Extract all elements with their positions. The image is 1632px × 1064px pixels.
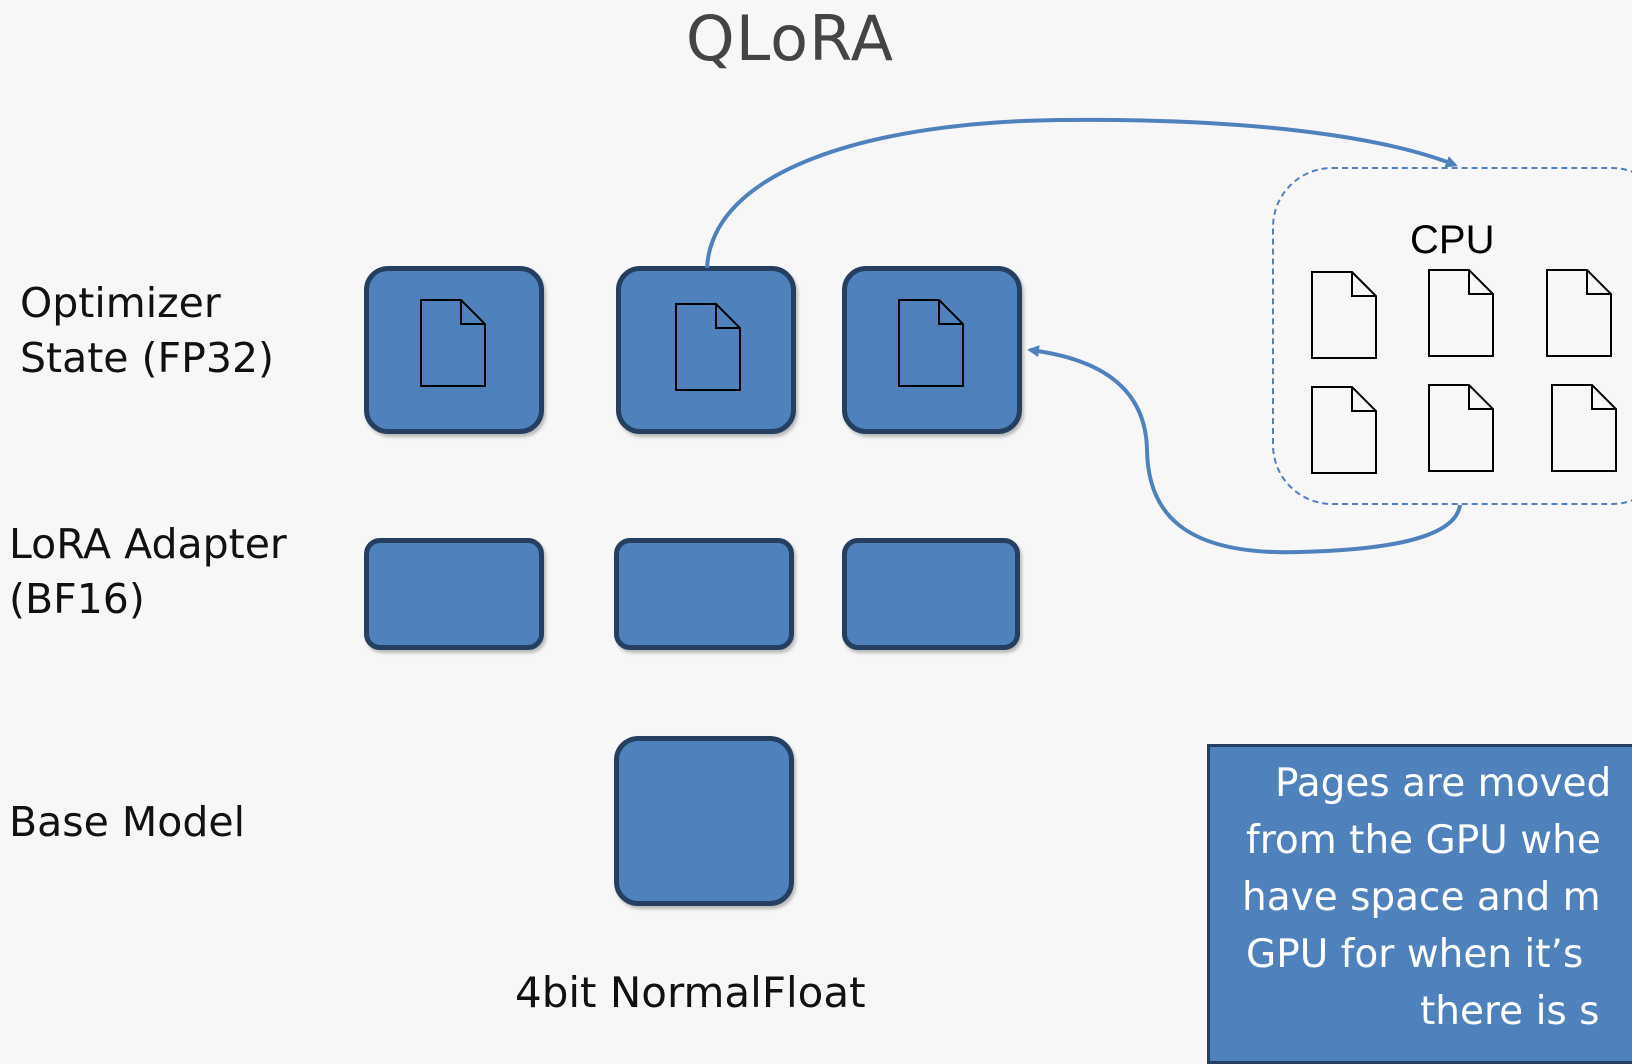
document-page-icon xyxy=(1428,269,1494,357)
base-model-precision-label: 4bit NormalFloat xyxy=(515,968,866,1017)
note-line-3: have space and m xyxy=(1242,875,1601,920)
row-label-optimizer-state: Optimizer State (FP32) xyxy=(20,276,274,386)
optimizer-state-block-1 xyxy=(364,266,544,434)
document-page-icon xyxy=(1311,271,1377,359)
lora-adapter-block-3 xyxy=(842,538,1020,650)
lora-adapter-block-1 xyxy=(364,538,544,650)
document-page-icon xyxy=(1546,269,1612,357)
row-label-optimizer-line-2: State (FP32) xyxy=(20,334,275,382)
cpu-label: CPU xyxy=(1410,218,1495,262)
row-label-optimizer-line-1: Optimizer xyxy=(20,279,221,327)
document-page-icon xyxy=(1428,384,1494,472)
document-page-icon xyxy=(420,299,486,387)
note-line-1: Pages are moved xyxy=(1275,761,1612,806)
document-page-icon xyxy=(1551,384,1617,472)
paging-note-box: Pages are moved from the GPU whe have sp… xyxy=(1207,744,1632,1064)
note-line-5: there is s xyxy=(1420,989,1600,1034)
row-label-adapter-line-2: (BF16) xyxy=(9,575,145,623)
document-page-icon xyxy=(898,299,964,387)
diagram-title: QLoRA xyxy=(685,2,895,75)
row-label-base-model: Base Model xyxy=(9,795,245,850)
document-page-icon xyxy=(675,303,741,391)
optimizer-state-block-3 xyxy=(842,266,1022,434)
note-line-2: from the GPU whe xyxy=(1246,818,1601,863)
lora-adapter-block-2 xyxy=(614,538,794,650)
row-label-adapter-line-1: LoRA Adapter xyxy=(9,520,287,568)
note-line-4: GPU for when it’s xyxy=(1246,932,1584,977)
optimizer-state-block-2 xyxy=(616,266,796,434)
document-page-icon xyxy=(1311,386,1377,474)
row-label-lora-adapter: LoRA Adapter (BF16) xyxy=(9,517,287,627)
row-label-base-line-1: Base Model xyxy=(9,798,245,846)
base-model-block xyxy=(614,736,794,906)
